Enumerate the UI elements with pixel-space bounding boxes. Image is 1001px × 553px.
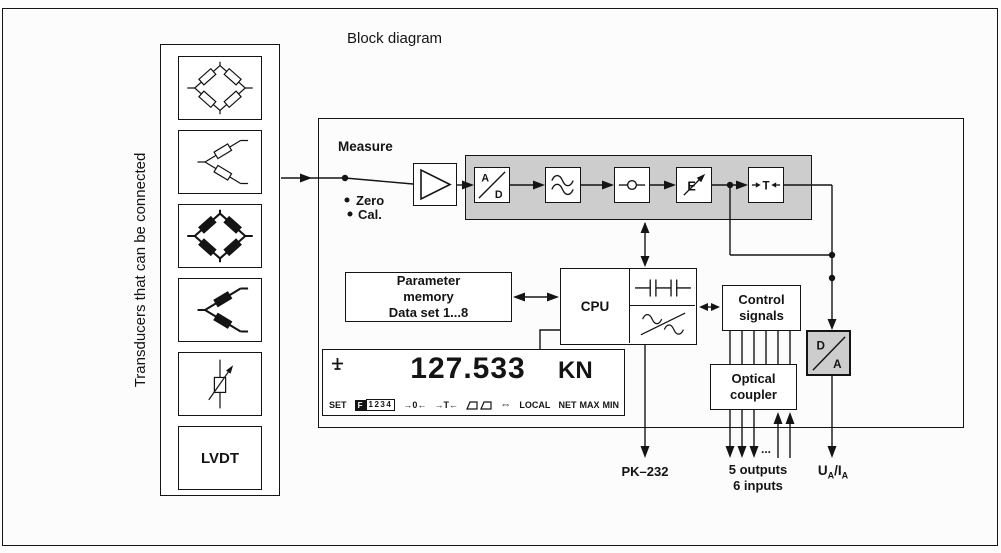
svg-text:D: D xyxy=(816,339,824,352)
optical-coupler-block: Optical coupler xyxy=(710,364,797,410)
variable-resistor-icon xyxy=(208,359,234,409)
full-bridge-icon xyxy=(187,61,253,115)
outputs-label: 5 outputs xyxy=(728,462,788,477)
svg-text:A: A xyxy=(833,358,842,371)
cpu-isolation-area xyxy=(629,269,695,343)
page-frame xyxy=(2,8,998,546)
svg-text:A: A xyxy=(481,173,489,185)
max-indicator: MAX xyxy=(579,400,600,410)
set-indicator: SET xyxy=(329,400,347,410)
transducer-caption: Transducers that can be connected xyxy=(132,152,149,388)
f-digits: 1234 xyxy=(365,399,396,411)
inputs-label: 6 inputs xyxy=(733,478,783,494)
local-indicator: LOCAL xyxy=(519,400,551,410)
amplifier-icon xyxy=(420,168,452,200)
time-icon: T xyxy=(751,179,781,192)
galvanic-isolation-icon xyxy=(640,312,685,336)
main-box xyxy=(318,118,964,428)
net-indicator: NET xyxy=(558,400,577,410)
tare-indicator: →T← xyxy=(434,400,459,410)
ellipsis-label: ... xyxy=(760,442,771,456)
swap-indicator: ⇔ xyxy=(500,399,512,411)
amplifier-block xyxy=(413,163,457,206)
svg-text:T: T xyxy=(762,179,769,192)
time-block: T xyxy=(748,167,784,203)
plus-icon xyxy=(332,358,343,370)
transducer-cell-lvdt: LVDT xyxy=(178,426,262,490)
transducer-cell xyxy=(178,130,262,194)
page-title: Block diagram xyxy=(347,30,443,47)
measure-label: Measure xyxy=(338,139,393,154)
ad-converter-icon: A D xyxy=(478,171,506,201)
analog-output-label: UA/IA xyxy=(817,463,849,481)
demodulator-icon xyxy=(618,179,646,191)
net-max-min-indicators: NET MAX MIN xyxy=(558,400,619,410)
cpu-label: CPU xyxy=(580,298,610,314)
transducer-cell xyxy=(178,56,262,120)
lvdt-label: LVDT xyxy=(200,449,240,467)
min-indicator: MIN xyxy=(602,400,619,410)
svg-text:E: E xyxy=(687,179,695,193)
capacitive-isolation-icon xyxy=(634,278,691,296)
io-count-label: 5 outputs 6 inputs xyxy=(708,462,808,495)
da-converter-block: D A xyxy=(806,330,851,376)
half-bridge-bold-icon xyxy=(197,287,249,333)
half-bridge-icon xyxy=(197,139,249,185)
limit-icon-1 xyxy=(466,400,478,410)
cpu-block: CPU xyxy=(560,268,697,345)
full-bridge-bold-icon xyxy=(187,209,253,263)
limit-icon-2 xyxy=(480,400,492,410)
zero-label: Zero xyxy=(356,193,385,208)
zero-indicator: →0← xyxy=(403,400,427,410)
demodulator-block xyxy=(614,167,650,203)
ad-converter-block: A D xyxy=(474,167,510,203)
transducer-cell xyxy=(178,352,262,416)
display-unit: KN xyxy=(558,357,593,384)
scaling-icon: E xyxy=(683,173,706,196)
transducer-cell xyxy=(178,204,262,268)
cal-label: Cal. xyxy=(358,207,382,222)
scaling-block: E xyxy=(676,167,712,203)
f-indicator: F xyxy=(354,399,366,411)
filter-block xyxy=(545,167,581,203)
parameter-memory-block: Parameter memory Data set 1...8 xyxy=(345,272,512,322)
svg-text:D: D xyxy=(495,189,503,201)
control-signals-block: Control signals xyxy=(722,285,801,331)
limit-indicators xyxy=(466,400,492,410)
pk232-label: PK–232 xyxy=(621,464,669,479)
transducer-cell xyxy=(178,278,262,342)
filter-icon xyxy=(551,174,574,196)
da-converter-icon: D A xyxy=(811,335,846,371)
display-value: 127.533 xyxy=(410,352,526,385)
